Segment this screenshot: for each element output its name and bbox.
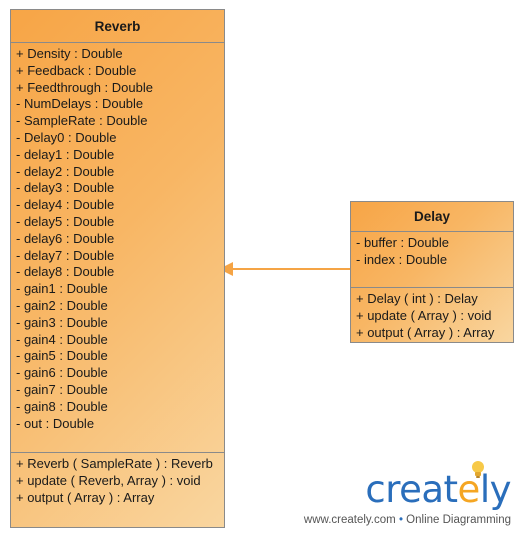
class-member: - gain5 : Double — [16, 348, 108, 364]
lightbulb-icon — [472, 461, 484, 478]
class-member: - delay3 : Double — [16, 180, 115, 196]
class-member: - gain1 : Double — [16, 281, 108, 297]
class-member: - delay5 : Double — [16, 213, 115, 229]
tagline: www.creately.com • Online Diagramming — [304, 514, 511, 526]
class-member: + update ( Reverb, Array ) : void — [16, 472, 201, 488]
site-url[interactable]: www.creately.com — [303, 514, 396, 526]
brand-tail: ly — [479, 468, 512, 511]
brand-main: creat — [365, 468, 458, 511]
class-member: - gain3 : Double — [16, 314, 108, 330]
class-member: - gain2 : Double — [16, 297, 108, 313]
class-member: + Density : Double — [16, 46, 123, 61]
brand-wordmark: creately — [304, 470, 511, 510]
class-member: + Feedback : Double — [16, 62, 137, 78]
class-member: - gain6 : Double — [16, 365, 108, 381]
attributes-section: + Density : Double+ Feedback : Double+ F… — [11, 43, 224, 453]
class-member: - out : Double — [16, 415, 95, 431]
class-member: - delay8 : Double — [16, 264, 115, 280]
class-member: + update ( Array ) : void — [356, 307, 492, 323]
class-member: + Feedthrough : Double — [16, 79, 153, 95]
class-member: - delay4 : Double — [16, 197, 115, 213]
class-member: + output ( Array ) : Array — [356, 324, 495, 340]
class-member: - SampleRate : Double — [16, 113, 148, 129]
class-member: - Delay0 : Double — [16, 129, 117, 145]
separator: • — [398, 514, 403, 526]
operations-section: + Reverb ( SampleRate ) : Reverb+ update… — [11, 453, 224, 506]
operations-section: + Delay ( int ) : Delay+ update ( Array … — [351, 288, 513, 341]
class-name: Delay — [351, 202, 513, 232]
class-member: - delay6 : Double — [16, 230, 115, 246]
class-member: - index : Double — [356, 251, 448, 267]
class-member: - gain7 : Double — [16, 381, 108, 397]
class-member: - delay1 : Double — [16, 146, 115, 162]
brand-accent: e — [457, 468, 481, 511]
attributes-section: - buffer : Double- index : Double — [351, 232, 513, 288]
class-member: - delay7 : Double — [16, 247, 115, 263]
class-member: - buffer : Double — [356, 235, 449, 250]
class-member: + Reverb ( SampleRate ) : Reverb — [16, 456, 213, 471]
class-reverb[interactable]: Reverb + Density : Double+ Feedback : Do… — [10, 9, 225, 528]
creately-logo[interactable]: creately www.creately.com • Online Diagr… — [304, 461, 512, 526]
class-name: Reverb — [11, 10, 224, 43]
class-member: - NumDelays : Double — [16, 96, 144, 112]
class-member: - delay2 : Double — [16, 163, 115, 179]
class-member: - gain8 : Double — [16, 398, 108, 414]
class-member: + Delay ( int ) : Delay — [356, 291, 478, 306]
class-delay[interactable]: Delay - buffer : Double- index : Double … — [350, 201, 514, 343]
class-member: - gain4 : Double — [16, 331, 108, 347]
class-member: + output ( Array ) : Array — [16, 489, 155, 505]
tagline-text: Online Diagramming — [406, 514, 511, 526]
